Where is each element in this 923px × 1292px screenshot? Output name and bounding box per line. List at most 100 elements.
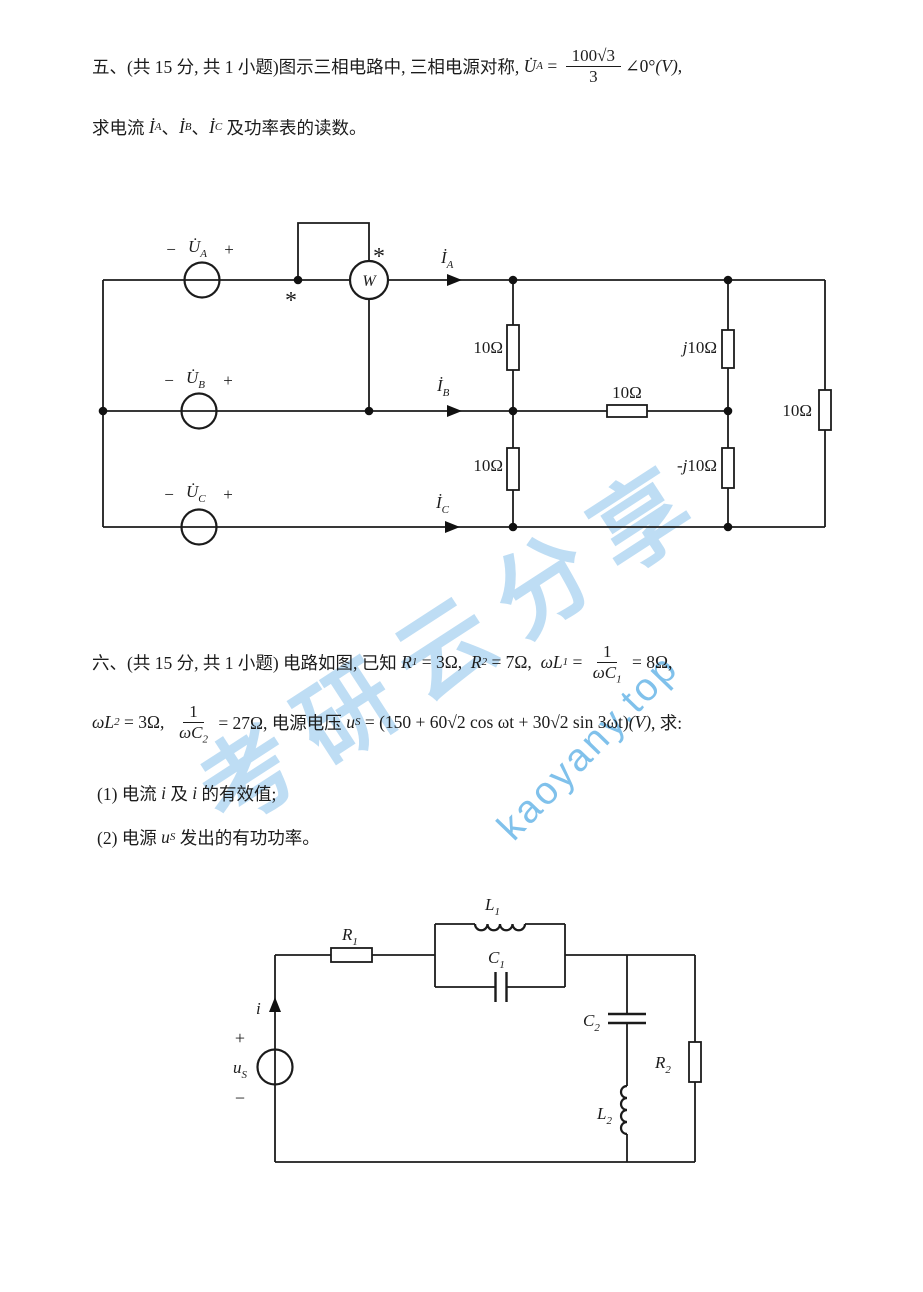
capacitor-minus-j10ohm (721, 447, 735, 489)
impedance-label-z1: 10Ω (473, 338, 503, 357)
wc1-symbol: ωC (592, 662, 617, 682)
fraction-denominator: ωC2 (177, 723, 210, 745)
current-ic-label: İC (435, 493, 450, 516)
phasor-ua-symbol: U̇ (523, 55, 537, 76)
label-current-i: i (256, 999, 261, 1018)
resistor-10ohm-right (818, 389, 832, 431)
wattmeter-circle (348, 259, 390, 301)
source-voltage-expression: (150 + 60√2 cos ωt + 30√2 sin 3ωt) (379, 711, 629, 732)
label-c2: C2 (583, 1011, 600, 1034)
inductor-j10ohm (721, 329, 735, 369)
find-currents-text: 求电流 (92, 117, 149, 138)
impedance-label-z5: -j10Ω (677, 456, 717, 475)
arrow-ib (447, 405, 462, 417)
inductor-l2-coil (619, 1084, 628, 1136)
source-ub-plus: + (223, 371, 233, 390)
source-ua-circle (183, 261, 221, 299)
source-us: u (161, 826, 170, 847)
current-i: i (192, 782, 198, 803)
problem5-heading: 五、(共 15 分, 共 1 小题)图示三相电路中, 三相电源对称, U̇A =… (92, 46, 683, 86)
node-dot (723, 275, 733, 285)
wattmeter-star-current: * (285, 288, 297, 314)
capacitor-c2-plates (608, 1012, 646, 1025)
arrow-ic (445, 521, 460, 533)
label-r2: R2 (654, 1053, 671, 1076)
source-ub-minus: − (164, 371, 174, 390)
phasor-ic-symbol: İ (209, 116, 215, 137)
node-dot (508, 406, 518, 416)
circuit1-current-arrows (445, 274, 462, 533)
capacitor-c1-plates (494, 972, 508, 1002)
circuit1-junction-dots (98, 275, 733, 532)
circuit2-resistors (330, 947, 702, 1083)
source-ub-label: U̇B (186, 368, 205, 391)
item1-suffix: 的有效值; (197, 783, 277, 804)
resistor-r1 (330, 947, 373, 963)
phasor-ib-symbol: İ (178, 116, 185, 137)
us-equals: = (360, 711, 380, 732)
problem6-heading-text: 六、(共 15 分, 共 1 小题) 电路如图, 已知 (92, 652, 402, 673)
current-i: i (161, 782, 167, 803)
wl2-value: = 3Ω, (119, 711, 174, 732)
source-ua-label: U̇A (188, 237, 207, 260)
line2-mid: = 27Ω, 电源电压 (213, 712, 347, 733)
source-uc-label: U̇C (186, 482, 206, 505)
problem6-item1: (1) 电流 i 及 i 的有效值; (97, 778, 276, 808)
r2-symbol: R (470, 651, 482, 672)
label-l2: L2 (596, 1104, 612, 1127)
fraction-denominator: 3 (589, 66, 598, 86)
wattmeter-voltage-loop (297, 222, 370, 280)
phasor-ia-symbol: İ (148, 116, 155, 137)
line1-tail: = 8Ω, (627, 651, 673, 672)
impedance-label-z6: 10Ω (782, 401, 812, 420)
item1-text: (1) 电流 (97, 783, 162, 804)
resistor-10ohm-ab (506, 324, 520, 371)
circuit1-labels: − U̇A + − U̇B + − U̇C + W * * İA İB İC 1… (164, 237, 812, 516)
resistor-r2 (688, 1041, 702, 1083)
separator: 、 (191, 117, 210, 138)
unit-volts: (V) (628, 711, 652, 732)
inductor-l1-coil (473, 923, 527, 932)
source-ub-circle (180, 392, 218, 430)
source-plus-sign: + (235, 1028, 245, 1048)
us-symbol: u (346, 711, 355, 732)
resistor-10ohm-bc (506, 447, 520, 491)
wc1-sub: 1 (616, 672, 622, 685)
problem5-heading-text: 五、(共 15 分, 共 1 小题)图示三相电路中, 三相电源对称, (92, 56, 524, 77)
label-l1: L1 (484, 895, 500, 918)
source-minus-sign: − (235, 1088, 245, 1108)
r1-value: = 3Ω, (417, 651, 471, 672)
node-dot (293, 275, 303, 285)
wl2-symbol: ωL (92, 711, 115, 732)
label-us: uS (233, 1058, 248, 1081)
node-dot (508, 275, 518, 285)
arrow-ia (447, 274, 462, 286)
impedance-label-z4: 10Ω (473, 456, 503, 475)
wc2-sub: 2 (202, 732, 208, 745)
impedance-label-z2: j10Ω (681, 338, 717, 357)
node-dot (98, 406, 108, 416)
node-dot (723, 406, 733, 416)
circuit2-labels: R1 L1 C1 C2 R2 L2 i + uS − (233, 895, 671, 1127)
angle-0deg: ∠0° (625, 55, 656, 76)
source-us-circle (256, 1048, 294, 1086)
node-dot (508, 522, 518, 532)
unit-volts: (V) (655, 55, 678, 76)
wattmeter-reading-text: 及功率表的读数。 (222, 117, 367, 138)
arrow-current-i (269, 997, 281, 1012)
equals: = (543, 55, 562, 76)
comma: , (677, 55, 683, 76)
separator: 、 (161, 117, 179, 138)
node-dot (364, 406, 374, 416)
source-ua-plus: + (224, 240, 234, 259)
line2-tail: , 求: (651, 712, 683, 733)
source-uc-minus: − (164, 485, 174, 504)
fraction-numerator: 1 (596, 642, 618, 663)
